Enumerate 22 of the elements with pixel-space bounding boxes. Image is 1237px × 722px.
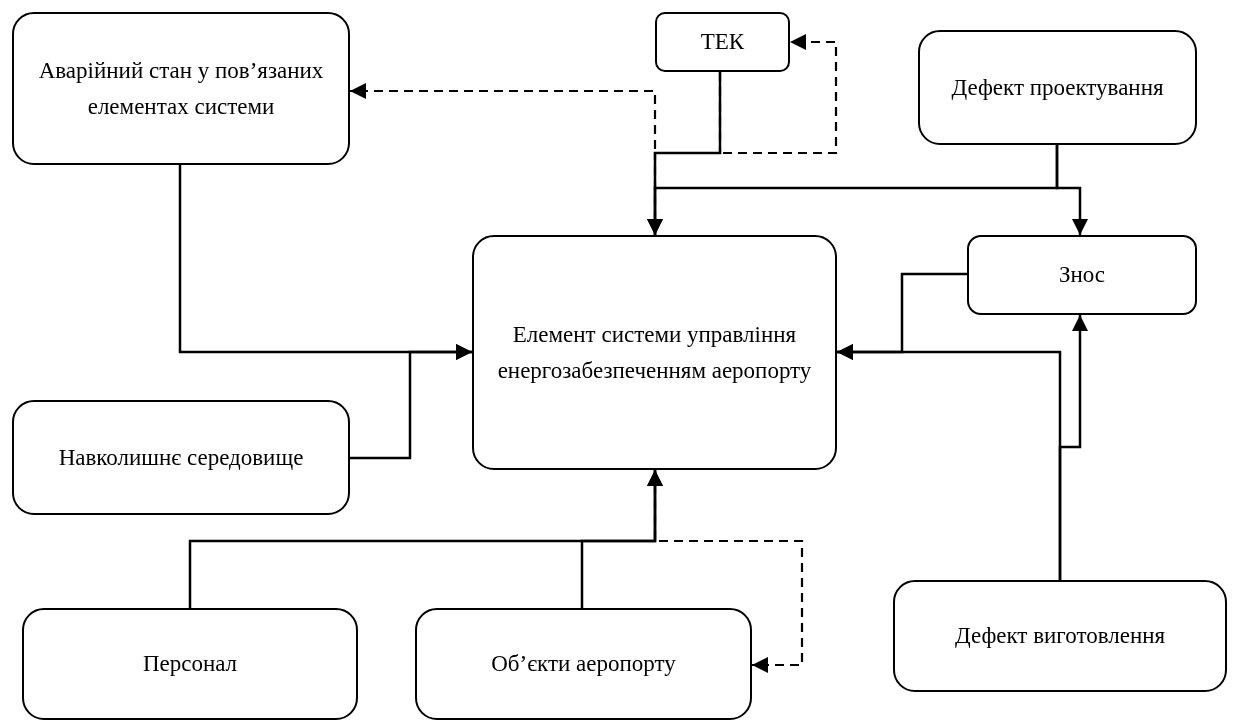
box-label: Елемент системи управління енергозабезпеченням аеропорту — [496, 320, 813, 385]
box-label: ТЕК — [700, 28, 745, 57]
arrow — [580, 470, 663, 608]
process-box — [22, 608, 358, 720]
box-label: Дефект виготовлення — [954, 622, 1166, 651]
process-box — [918, 30, 1197, 145]
arrow — [1058, 315, 1088, 580]
box-label: Персонал — [142, 650, 238, 679]
box-label: Аварійний стан у пов’язаних елементах системи — [37, 56, 325, 121]
arrow — [350, 344, 472, 460]
process-box — [967, 235, 1197, 315]
arrow — [1055, 145, 1088, 235]
box-label: Навколишнє середовище — [58, 443, 304, 472]
box-label: Об’єкти аеропорту — [491, 650, 676, 679]
process-box — [655, 12, 790, 72]
process-box — [12, 400, 350, 515]
process-box — [472, 235, 837, 470]
box-label: Дефект проектування — [951, 73, 1164, 102]
process-box — [12, 12, 350, 165]
process-box — [893, 580, 1227, 692]
box-label: Знос — [1058, 261, 1106, 290]
process-box — [415, 608, 752, 720]
